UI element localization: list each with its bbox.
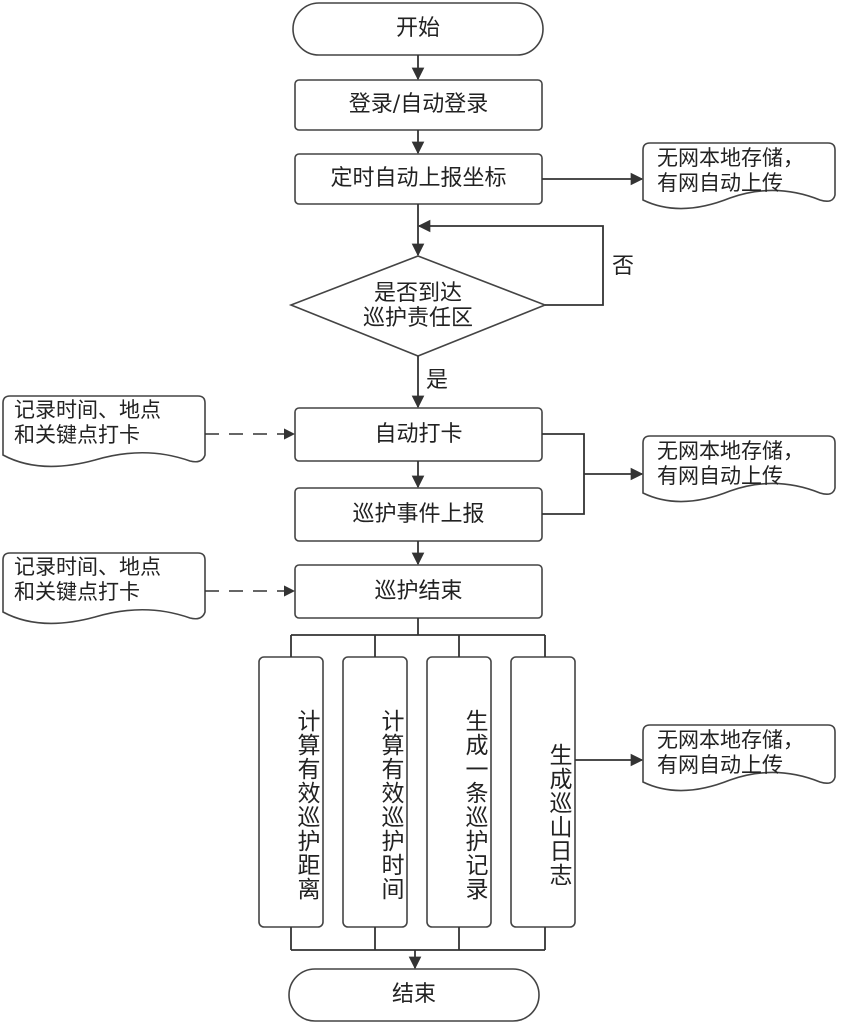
storage-note-1-line-2: 有网自动上传 <box>657 171 783 196</box>
no-loop-line <box>417 219 604 306</box>
record-note-1-line-1: 记录时间、地点 <box>14 398 161 422</box>
decision-line-2: 巡护责任区 <box>362 306 473 331</box>
storage-note-1: 无网本地存储， 有网自动上传 <box>657 146 804 196</box>
record-note-doc-2 <box>2 552 206 625</box>
result-label-2: 计算有效巡护时间 <box>377 709 403 901</box>
storage-note-2-line-1: 无网本地存储， <box>657 439 804 463</box>
storage-note-1-line-1: 无网本地存储， <box>657 146 804 170</box>
storage-note-doc-1 <box>642 142 836 210</box>
start-label: 开始 <box>395 16 440 42</box>
record-note-2-line-1: 记录时间、地点 <box>14 555 161 579</box>
result-label-1: 计算有效巡护距离 <box>293 709 319 901</box>
end-label: 结束 <box>391 982 436 1008</box>
record-note-1-line-2: 和关键点打卡 <box>14 423 140 448</box>
storage-note-doc-3 <box>642 724 836 792</box>
report-coords-label: 定时自动上报坐标 <box>330 166 507 192</box>
record-note-2: 记录时间、地点 和关键点打卡 <box>14 555 161 605</box>
decision-line-1: 是否到达 <box>373 280 462 306</box>
storage-note-3: 无网本地存储， 有网自动上传 <box>657 728 804 778</box>
result-box-4 <box>510 656 576 928</box>
event-report-label: 巡护事件上报 <box>352 501 485 527</box>
login-label: 登录/自动登录 <box>348 92 489 118</box>
patrol-end-label: 巡护结束 <box>374 578 463 604</box>
storage-note-doc-2 <box>642 435 836 503</box>
storage-note-2-line-2: 有网自动上传 <box>657 464 783 489</box>
record-note-doc-1 <box>2 395 206 468</box>
result-label-3: 生成一条巡护记录 <box>461 709 487 901</box>
storage-note-3-line-1: 无网本地存储， <box>657 728 804 752</box>
bracket-checkin-event <box>542 433 585 515</box>
storage-note-3-line-2: 有网自动上传 <box>657 753 783 778</box>
record-note-1: 记录时间、地点 和关键点打卡 <box>14 398 161 448</box>
decision-label: 是否到达 巡护责任区 <box>320 268 516 344</box>
no-label: 否 <box>611 254 634 280</box>
storage-note-2: 无网本地存储， 有网自动上传 <box>657 439 804 489</box>
yes-label: 是 <box>425 368 448 394</box>
record-note-2-line-2: 和关键点打卡 <box>14 580 140 605</box>
result-label-4: 生成巡山日志 <box>545 743 571 887</box>
auto-checkin-label: 自动打卡 <box>374 421 463 447</box>
